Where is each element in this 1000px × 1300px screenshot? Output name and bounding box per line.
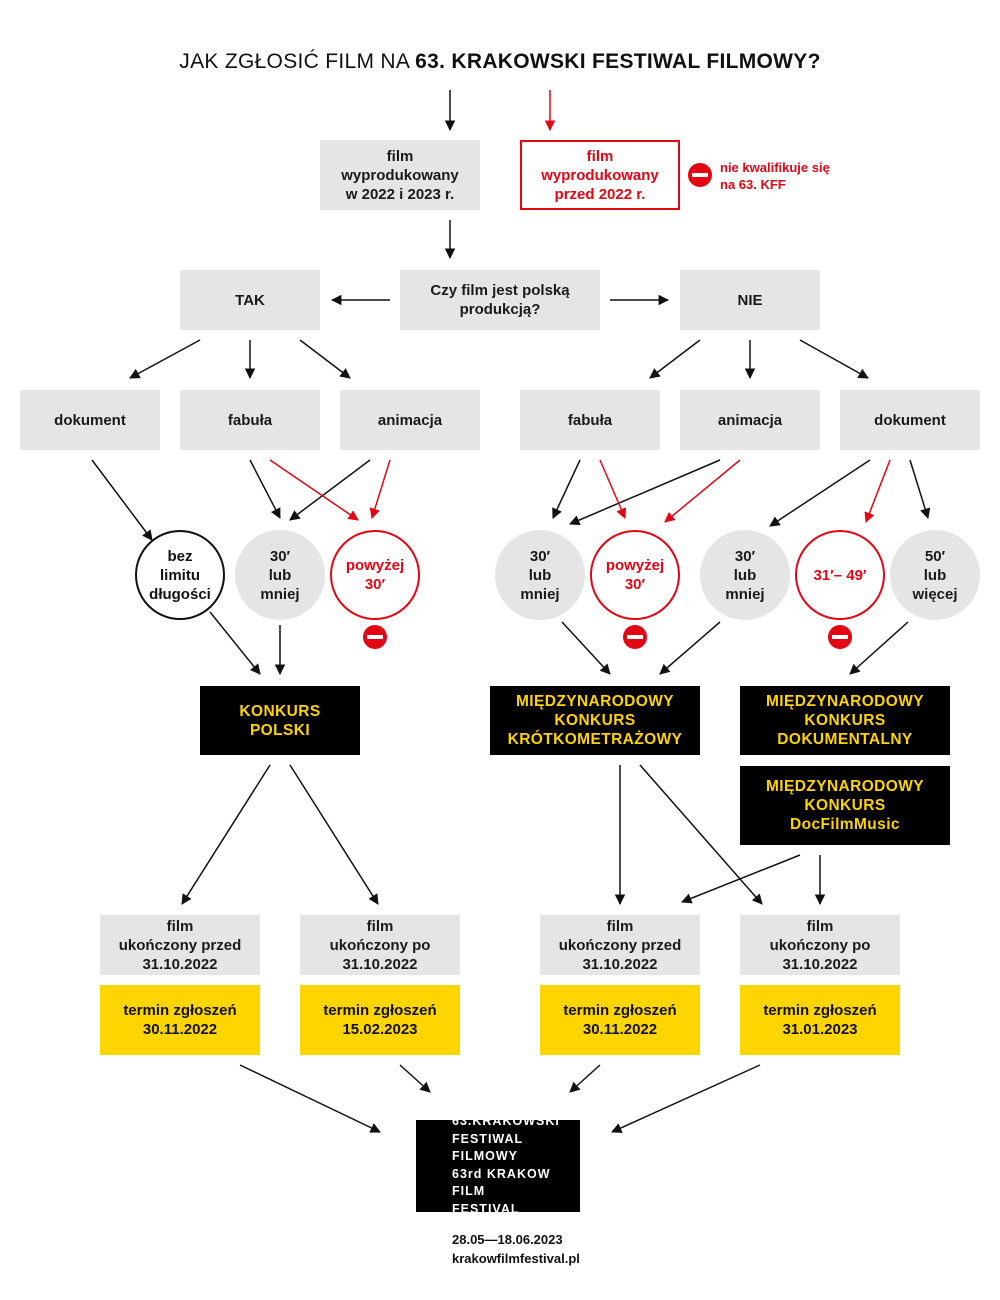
flow-arrow xyxy=(91,459,153,541)
not-qualify-note: nie kwalifikuje się na 63. KFF xyxy=(720,160,830,192)
festival-logo-text: 63.KRAKOWSKI FESTIWAL FILMOWY 63rd KRAKO… xyxy=(452,1120,560,1212)
produced-2022-2023-box: film wyprodukowany w 2022 i 2023 r. xyxy=(320,140,480,210)
genre-documentary-intl: dokument xyxy=(840,390,980,450)
completed-after-box: film ukończony po 31.10.2022 xyxy=(300,915,460,975)
flow-arrow xyxy=(181,764,271,905)
title-bold: 63. KRAKOWSKI FESTIWAL FILMOWY? xyxy=(415,50,821,73)
completed-after-box: film ukończony po 31.10.2022 xyxy=(740,915,900,975)
flow-arrow xyxy=(681,854,801,904)
flow-arrow xyxy=(129,339,201,379)
flow-arrow xyxy=(569,1064,601,1093)
title-regular: JAK ZGŁOSIĆ FILM NA xyxy=(179,50,410,73)
flow-arrow xyxy=(239,1064,381,1133)
flow-arrow xyxy=(399,1064,431,1093)
footer: 28.05—18.06.2023 krakowfilmfestival.pl xyxy=(452,1230,580,1268)
answer-yes-box: TAK xyxy=(180,270,320,330)
no-entry-icon xyxy=(688,163,712,187)
flow-arrow-excluded xyxy=(269,459,359,521)
no-entry-icon xyxy=(828,625,852,649)
festival-logo-box: 63.KRAKOWSKI FESTIWAL FILMOWY 63rd KRAKO… xyxy=(416,1120,580,1212)
flow-arrow xyxy=(561,621,611,675)
page-title: JAK ZGŁOSIĆ FILM NA 63. KRAKOWSKI FESTIW… xyxy=(0,50,1000,74)
flow-arrow xyxy=(849,621,909,675)
flow-arrow xyxy=(289,459,371,521)
completed-before-box: film ukończony przed 31.10.2022 xyxy=(100,915,260,975)
flow-arrow xyxy=(249,459,281,519)
polish-production-question: Czy film jest polską produkcją? xyxy=(400,270,600,330)
festival-dates: 28.05—18.06.2023 xyxy=(452,1232,563,1247)
length-30-or-less-fiction-circle: 30′ lub mniej xyxy=(495,530,585,620)
deadline-box: termin zgłoszeń 31.01.2023 xyxy=(740,985,900,1055)
deadline-box: termin zgłoszeń 30.11.2022 xyxy=(540,985,700,1055)
length-50-or-more-circle: 50′ lub więcej xyxy=(890,530,980,620)
no-entry-icon xyxy=(623,625,647,649)
deadline-box: termin zgłoszeń 30.11.2022 xyxy=(100,985,260,1055)
flow-arrow xyxy=(769,459,871,527)
flow-arrow xyxy=(209,611,261,675)
length-30-or-less-pl-circle: 30′ lub mniej xyxy=(235,530,325,620)
length-31-49-circle: 31′– 49′ xyxy=(795,530,885,620)
flow-arrow xyxy=(909,459,931,520)
genre-documentary-pl: dokument xyxy=(20,390,160,450)
flow-arrow xyxy=(299,339,351,379)
flow-arrow-excluded xyxy=(664,459,741,523)
genre-animation-intl: animacja xyxy=(680,390,820,450)
flow-arrow xyxy=(649,339,701,379)
flow-arrow-excluded xyxy=(864,459,891,523)
length-over-30-intl-circle: powyżej 30′ xyxy=(590,530,680,620)
genre-fiction-intl: fabuła xyxy=(520,390,660,450)
produced-before-2022-box: film wyprodukowany przed 2022 r. xyxy=(520,140,680,210)
flow-arrow-excluded xyxy=(369,459,391,520)
completed-before-box: film ukończony przed 31.10.2022 xyxy=(540,915,700,975)
deadline-box: termin zgłoszeń 15.02.2023 xyxy=(300,985,460,1055)
length-30-or-less-doc-circle: 30′ lub mniej xyxy=(700,530,790,620)
answer-no-box: NIE xyxy=(680,270,820,330)
flow-arrow xyxy=(659,621,721,675)
flow-arrow xyxy=(289,764,379,905)
genre-fiction-pl: fabuła xyxy=(180,390,320,450)
flow-arrow xyxy=(611,1064,761,1133)
flow-arrow xyxy=(552,459,581,519)
flow-arrow xyxy=(799,339,869,379)
polish-competition-box: KONKURS POLSKI xyxy=(200,686,360,755)
genre-animation-pl: animacja xyxy=(340,390,480,450)
length-over-30-pl-circle: powyżej 30′ xyxy=(330,530,420,620)
documentary-competition-box: MIĘDZYNARODOWY KONKURS DOKUMENTALNY xyxy=(740,686,950,755)
docfilmmusic-competition-box: MIĘDZYNARODOWY KONKURS DocFilmMusic xyxy=(740,766,950,845)
festival-url[interactable]: krakowfilmfestival.pl xyxy=(452,1251,580,1266)
flow-arrow xyxy=(569,459,721,526)
no-entry-icon xyxy=(363,625,387,649)
flow-arrow-excluded xyxy=(599,459,627,519)
length-no-limit-circle: bez limitu długości xyxy=(135,530,225,620)
short-film-competition-box: MIĘDZYNARODOWY KONKURS KRÓTKOMETRAŻOWY xyxy=(490,686,700,755)
